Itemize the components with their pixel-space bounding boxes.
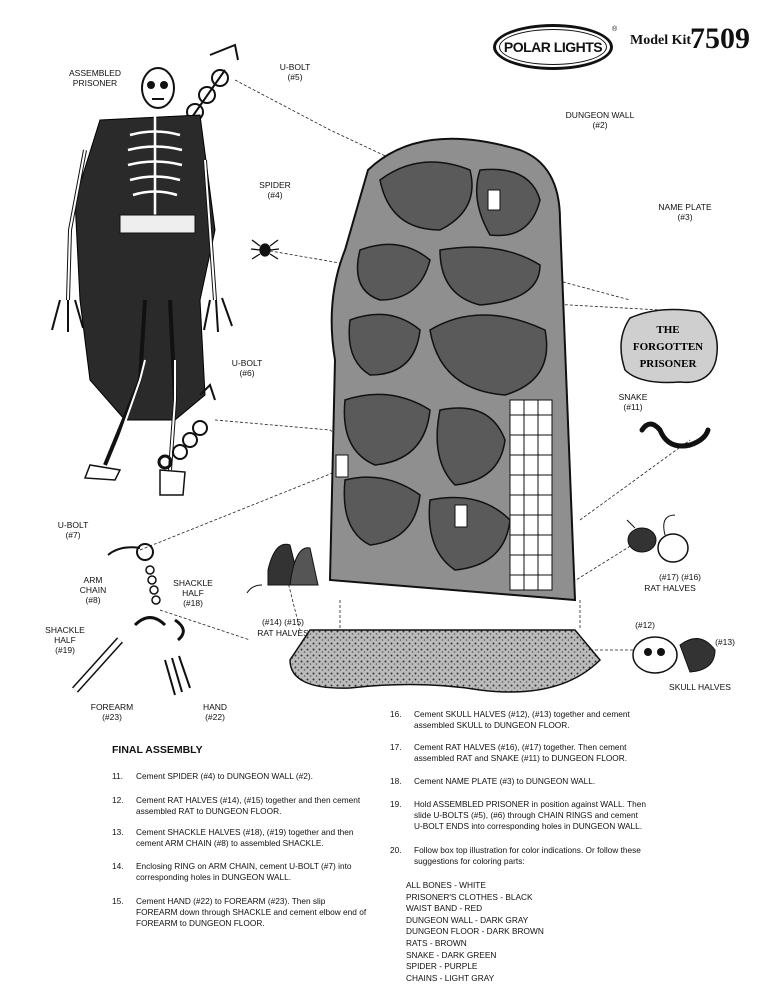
brand-name: POLAR LIGHTS (503, 39, 603, 55)
rat-halves-right-part (626, 514, 689, 563)
label-forearm: FOREARM (#23) (90, 702, 134, 722)
dungeon-floor-part (289, 629, 602, 693)
assembly-illustration: THE FORGOTTEN PRISONER (51, 43, 718, 696)
spider-part (250, 239, 280, 260)
final-assembly-title: FINAL ASSEMBLY (112, 744, 203, 756)
label-name-plate: NAME PLATE (#3) (658, 202, 712, 222)
label-rat-halves-left: RAT HALVES (257, 628, 309, 638)
color-item: DUNGEON FLOOR - DARK BROWN (406, 926, 544, 937)
label-skull-halves: SKULL HALVES (669, 682, 731, 692)
arm-chain-assembly-part (72, 543, 191, 696)
dungeon-wall-part (328, 137, 577, 602)
label-ubolt-6: U-BOLT (#6) (231, 358, 263, 378)
kit-label: Model Kit (630, 33, 692, 48)
label-rat-halves-right: RAT HALVES (644, 583, 696, 593)
label-assembled-prisoner: ASSEMBLED PRISONER (69, 68, 121, 88)
label-shackle-half-18: SHACKLE HALF (#18) (173, 578, 213, 608)
color-item: RATS - BROWN (406, 937, 467, 948)
step-13: 13. Cement SHACKLE HALVES (#18), (#19) t… (112, 827, 354, 848)
label-spider: SPIDER (#4) (259, 180, 291, 200)
skull-halves-part (632, 636, 716, 674)
color-item: PRISONER'S CLOTHES - BLACK (406, 891, 533, 902)
label-skull-13: (#13) (715, 637, 735, 647)
label-snake: SNAKE (#11) (618, 392, 648, 412)
label-shackle-half-19: SHACKLE HALF (#19) (45, 625, 85, 655)
color-item: ALL BONES - WHITE (406, 880, 486, 890)
step-17: 17. Cement RAT HALVES (#16), (#17) toget… (390, 742, 628, 763)
color-suggestions-list: ALL BONES - WHITE PRISONER'S CLOTHES - B… (406, 880, 544, 984)
label-ubolt-7: U-BOLT (#7) (57, 520, 89, 540)
label-dungeon-wall: DUNGEON WALL (#2) (565, 110, 635, 130)
registered-mark: ® (612, 26, 618, 33)
label-rat-halves-right-numbers: (#17) (#16) (658, 572, 702, 582)
label-hand: HAND (#22) (202, 702, 228, 722)
name-plate-line-1: THE (656, 324, 679, 336)
color-item: SNAKE - DARK GREEN (406, 949, 497, 960)
polar-lights-logo: POLAR LIGHTS (493, 24, 613, 70)
color-item: SPIDER - PURPLE (406, 961, 478, 972)
label-rat-halves-left-numbers: (#14) (#15) (261, 617, 305, 627)
name-plate-line-3: PRISONER (640, 358, 698, 370)
step-12: 12. Cement RAT HALVES (#14), (#15) toget… (112, 795, 361, 816)
label-skull-12: (#12) (635, 620, 655, 630)
label-ubolt-5: U-BOLT (#5) (279, 62, 311, 82)
step-11: 11. Cement SPIDER (#4) to DUNGEON WALL (… (112, 771, 313, 781)
color-item: CHAINS - LIGHT GRAY (406, 972, 495, 983)
assembled-prisoner-figure (51, 43, 239, 496)
color-item: DUNGEON WALL - DARK GRAY (406, 914, 529, 925)
name-plate-part: THE FORGOTTEN PRISONER (620, 308, 718, 384)
step-14: 14. Enclosing RING on ARM CHAIN, cement … (112, 861, 352, 882)
step-16: 16. Cement SKULL HALVES (#12), (#13) tog… (390, 709, 630, 730)
snake-part (639, 421, 711, 449)
label-arm-chain: ARM CHAIN (#8) (79, 575, 107, 605)
kit-number: 7509 (690, 22, 750, 55)
step-20: 20. Follow box top illustration for colo… (390, 845, 641, 866)
rat-halves-left-part (246, 543, 319, 594)
step-18: 18. Cement NAME PLATE (#3) to DUNGEON WA… (390, 776, 596, 786)
step-15: 15. Cement HAND (#22) to FOREARM (#23). … (112, 896, 367, 928)
color-item: WAIST BAND - RED (406, 903, 483, 914)
step-19: 19. Hold ASSEMBLED PRISONER in position … (390, 799, 646, 831)
name-plate-line-2: FORGOTTEN (633, 341, 703, 353)
